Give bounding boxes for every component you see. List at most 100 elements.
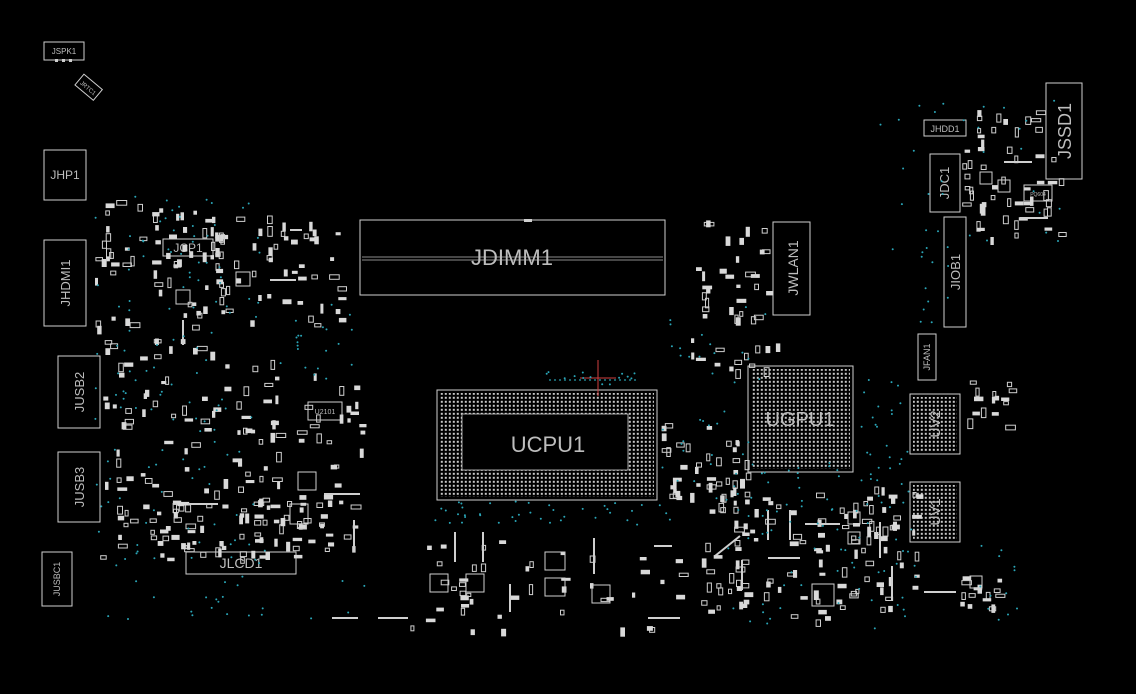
ic-chip[interactable] — [847, 531, 861, 545]
component-pad — [765, 518, 776, 525]
component-pad — [733, 487, 737, 496]
via-dot — [187, 527, 190, 530]
component-pad — [1006, 381, 1013, 388]
component-pad — [272, 477, 283, 482]
component-pad — [343, 534, 352, 540]
ic-chip[interactable] — [465, 573, 485, 593]
component-pad — [224, 386, 232, 392]
via-dot — [918, 104, 921, 107]
chip-uv1[interactable]: UV1 — [909, 481, 961, 543]
connector-jhdmi1[interactable]: JHDMI1 — [43, 239, 87, 327]
ic-chip[interactable] — [544, 551, 566, 571]
via-dot — [589, 376, 592, 379]
via-dot — [448, 521, 451, 524]
component-pad — [716, 481, 723, 487]
via-dot — [899, 402, 902, 405]
via-dot — [762, 611, 765, 614]
ic-chip[interactable] — [175, 289, 191, 305]
ic-chip[interactable] — [591, 584, 611, 604]
component-pad — [221, 545, 227, 550]
via-dot — [761, 514, 764, 517]
via-dot — [821, 524, 824, 527]
connector-jiob1[interactable]: JIOB1 — [943, 216, 967, 328]
connector-jusb2[interactable]: JUSB2 — [57, 355, 101, 429]
connector-jfan1[interactable]: JFAN1 — [917, 333, 937, 381]
via-dot — [116, 344, 119, 347]
connector-jwlan1[interactable]: JWLAN1 — [772, 221, 811, 316]
via-dot — [669, 319, 672, 322]
ic-chip[interactable] — [969, 575, 983, 589]
component-pad — [237, 430, 241, 435]
ic-chip[interactable] — [811, 583, 835, 607]
via-dot — [152, 596, 155, 599]
component-pad — [675, 490, 681, 498]
connector-jssd1[interactable]: JSSD1 — [1045, 82, 1083, 180]
via-dot — [97, 530, 100, 533]
via-dot — [962, 119, 965, 122]
component-pad — [314, 323, 322, 328]
component-pad — [215, 248, 220, 258]
component-pad — [241, 508, 248, 513]
connector-jdc1[interactable]: JDC1 — [929, 153, 961, 213]
chip-ugpu1[interactable]: UGPU1 — [747, 365, 854, 473]
via-dot — [626, 375, 629, 378]
component-pad — [705, 542, 711, 553]
ic-chip[interactable] — [544, 577, 566, 597]
ic-chip[interactable] — [235, 271, 251, 287]
via-dot — [208, 483, 211, 485]
via-dot — [979, 585, 982, 588]
chip-uv2[interactable]: UV2 — [909, 393, 961, 455]
component-pad — [118, 362, 124, 373]
component-pad — [961, 592, 966, 601]
connector-jdimm1[interactable]: JDIMM1 — [359, 219, 666, 296]
component-pad — [874, 486, 880, 495]
component-pad — [425, 618, 436, 623]
component-pad — [259, 537, 264, 544]
connector-jcp1[interactable]: JCP1 — [162, 238, 214, 257]
ic-chip[interactable] — [297, 471, 317, 491]
via-dot — [260, 613, 263, 616]
component-pad — [451, 586, 457, 592]
ic-chip[interactable] — [979, 171, 993, 185]
ic-chip[interactable] — [997, 179, 1011, 193]
connector-jspk1[interactable]: JSPK1 — [43, 41, 85, 62]
connector-jhdd1[interactable]: JHDD1 — [923, 119, 967, 137]
component-pad — [470, 629, 475, 636]
component-pad — [270, 504, 281, 509]
via-dot — [619, 379, 621, 381]
component-pad — [701, 558, 707, 568]
component-pad — [725, 236, 731, 246]
component-pad — [899, 562, 904, 569]
via-dot — [213, 523, 216, 526]
ic-chip[interactable] — [429, 573, 449, 593]
chip-pq604[interactable]: PQ604 — [1023, 184, 1053, 202]
connector-jrtc1[interactable]: JRTC1 — [74, 73, 104, 102]
component-pad — [740, 478, 745, 489]
component-pad — [335, 232, 341, 236]
via-dot — [363, 584, 366, 587]
via-dot — [258, 251, 261, 254]
chip-ucpu1[interactable]: UCPU1 — [436, 389, 658, 501]
connector-jusbc1[interactable]: JUSBC1 — [41, 551, 73, 607]
chip-u2101[interactable]: U2101 — [307, 401, 343, 421]
component-pad — [976, 221, 981, 232]
via-dot — [895, 538, 898, 541]
ic-chip[interactable] — [289, 503, 309, 525]
connector-jhp1[interactable]: JHP1 — [43, 149, 87, 201]
via-dot — [858, 587, 861, 590]
component-pad — [182, 244, 188, 252]
component-pad — [962, 163, 968, 170]
passive-part — [714, 535, 741, 557]
ic-chip[interactable] — [847, 511, 861, 525]
component-pad — [185, 504, 192, 513]
component-pad — [1003, 401, 1009, 406]
via-dot — [279, 362, 282, 365]
component-pad — [660, 579, 665, 585]
via-dot — [840, 548, 843, 551]
via-dot — [920, 255, 923, 258]
component-pad — [196, 345, 208, 352]
component-pad — [981, 139, 985, 148]
component-pad — [726, 440, 732, 447]
connector-jusb3[interactable]: JUSB3 — [57, 451, 101, 523]
